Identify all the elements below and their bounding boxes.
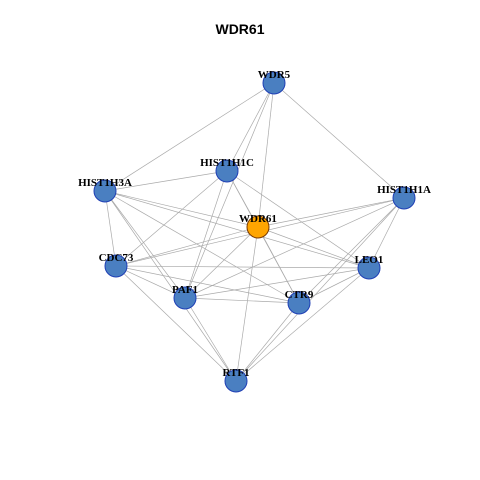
node-cdc73	[104, 254, 128, 278]
edge-hist1h3a-ctr9	[104, 190, 300, 304]
edge-hist1h3a-leo1	[104, 190, 370, 269]
edge-hist1h1c-leo1	[226, 170, 370, 269]
edge-cdc73-ctr9	[115, 265, 300, 304]
edge-hist1h1c-hist1h3a	[104, 170, 228, 192]
node-label-ctr9: CTR9	[285, 289, 314, 301]
edge-hist1h1a-rtf1	[235, 197, 405, 382]
node-wdr61	[246, 215, 270, 239]
edge-hist1h1c-paf1	[184, 170, 228, 299]
edge-ctr9-rtf1	[235, 302, 300, 382]
node-label-cdc73: CDC73	[99, 252, 134, 264]
edge-wdr61-leo1	[257, 226, 370, 269]
node-label-wdr61: WDR61	[239, 213, 277, 225]
edge-cdc73-leo1	[115, 265, 370, 269]
edge-leo1-rtf1	[235, 267, 370, 382]
edge-hist1h1a-leo1	[368, 197, 405, 269]
edge-wdr5-hist1h3a	[104, 82, 275, 192]
edge-wdr5-hist1h1a	[273, 82, 405, 199]
edge-wdr61-cdc73	[115, 226, 259, 267]
node-hist1h1c	[215, 159, 239, 183]
edge-wdr61-rtf1	[235, 226, 259, 382]
edge-hist1h1a-paf1	[184, 197, 405, 299]
node-ctr9	[287, 291, 311, 315]
node-wdr5	[262, 71, 286, 95]
edge-hist1h3a-paf1	[104, 190, 186, 299]
nodes-layer	[93, 71, 416, 393]
node-rtf1	[224, 369, 248, 393]
node-label-rtf1: RTF1	[222, 367, 249, 379]
node-leo1	[357, 256, 381, 280]
node-label-hist1h1c: HIST1H1C	[200, 157, 254, 169]
node-paf1	[173, 286, 197, 310]
edge-paf1-leo1	[184, 267, 370, 299]
edge-cdc73-rtf1	[115, 265, 237, 382]
edge-wdr5-wdr61	[257, 82, 275, 228]
edge-hist1h1a-wdr61	[257, 197, 405, 228]
node-label-leo1: LEO1	[355, 254, 384, 266]
edge-paf1-ctr9	[184, 297, 300, 304]
node-label-hist1h3a: HIST1H3A	[78, 177, 132, 189]
edge-wdr61-ctr9	[257, 226, 300, 304]
edge-ctr9-leo1	[298, 267, 370, 304]
diagram-title: WDR61	[215, 21, 265, 37]
edge-hist1h3a-cdc73	[104, 190, 117, 267]
edge-wdr5-paf1	[184, 82, 275, 299]
edge-hist1h1c-cdc73	[115, 170, 228, 267]
node-hist1h3a	[93, 179, 117, 203]
node-label-hist1h1a: HIST1H1A	[377, 184, 431, 196]
edge-cdc73-paf1	[115, 265, 186, 299]
node-hist1h1a	[392, 186, 416, 210]
edge-hist1h3a-rtf1	[104, 190, 237, 382]
edge-hist1h3a-wdr61	[104, 190, 259, 228]
edge-hist1h1a-ctr9	[298, 197, 405, 304]
node-label-paf1: PAF1	[172, 284, 198, 296]
edge-paf1-rtf1	[184, 297, 237, 382]
edge-wdr61-paf1	[184, 226, 259, 299]
edge-wdr5-hist1h1c	[226, 82, 275, 172]
node-label-wdr5: WDR5	[258, 69, 291, 81]
